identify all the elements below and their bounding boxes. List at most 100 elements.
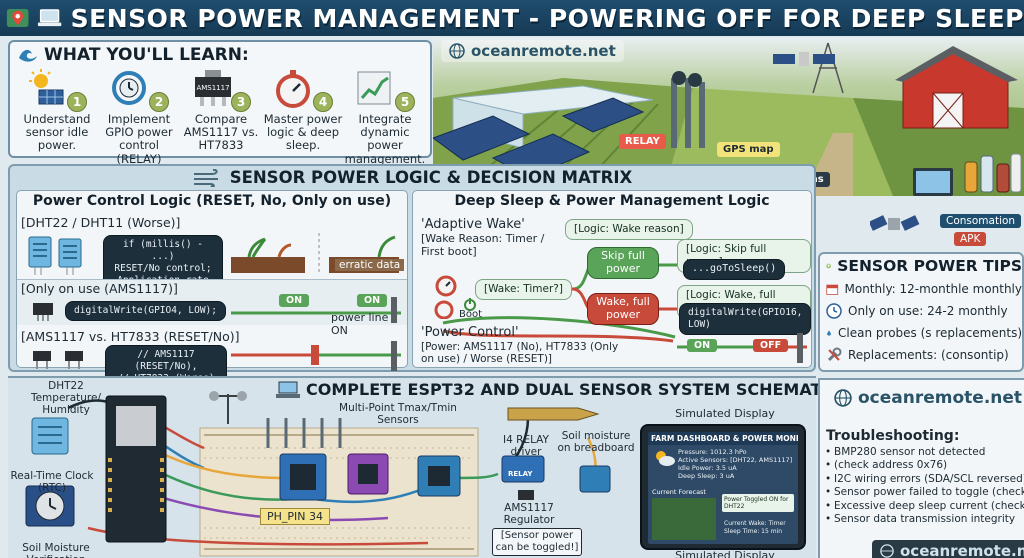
soil-breadboard-caption: Soil moisture on breadboard — [557, 430, 635, 455]
boot-label: Boot — [459, 309, 483, 320]
wake-reason-text: [Wake Reason: Timer / First boot] — [421, 232, 545, 258]
list-item: Sensor data transmission integrity — [820, 513, 1024, 527]
apk-tag: APK — [954, 232, 987, 246]
dashboard-stats: Pressure: 1012.3 hPo Active Sensors: [DH… — [678, 448, 793, 481]
forecast-label: Current Forecast — [652, 488, 706, 496]
satellite-icon — [870, 215, 920, 231]
wake-full-power-node: Wake, full power — [587, 293, 659, 325]
row-label-dht: [DHT22 / DHT11 (Worse)] — [21, 215, 181, 230]
list-item: Excessive deep sleep current (check regu… — [820, 500, 1024, 514]
relay-chip-label: RELAY — [508, 470, 533, 478]
tip-item: Replacements: (consontip) — [820, 344, 1022, 366]
calendar-icon — [826, 284, 839, 295]
rtc-caption: Real-Time Clock (RTC) — [10, 470, 94, 495]
line-chart-icon — [357, 71, 391, 105]
sim-display-caption: Simulated Display — [675, 407, 775, 420]
step-number: 1 — [67, 92, 87, 112]
step-caption: Understand sensor idle power. — [23, 112, 91, 153]
list-item: Sensor power failed to toggle (check GPI… — [820, 486, 1024, 500]
stopwatch-icon — [435, 275, 457, 297]
step-number: 5 — [395, 92, 415, 112]
dht22-caption: DHT22 Temperature/ Humidity — [30, 380, 102, 417]
on-badge: ON — [687, 339, 718, 352]
timer-icon — [434, 300, 454, 319]
step-caption: Master power logic & deep sleep. — [263, 112, 343, 153]
logic-wake-reason: [Logic: Wake reason] — [565, 219, 693, 241]
consumption-tag: Consomation — [940, 214, 1022, 228]
schematic-section: COMPLETE ESPT32 AND DUAL SENSOR SYSTEM S… — [8, 376, 839, 558]
tip-item: Only on use: 24-2 monthly — [820, 300, 1022, 322]
map-pin-icon — [6, 8, 29, 28]
relay-tag: RELAY — [619, 134, 666, 149]
on-badge: ON — [357, 294, 388, 307]
solar-sun-icon — [29, 69, 64, 105]
sample-bottles-icon — [964, 153, 1022, 193]
wrench-icon — [827, 347, 842, 362]
logic-title: SENSOR POWER LOGIC & DECISION MATRIX — [229, 168, 633, 187]
goto-sleep-code: ...goToSleep() — [683, 259, 786, 280]
wind-icon — [193, 168, 218, 187]
lightbulb-icon — [826, 263, 831, 269]
globe-icon — [880, 544, 894, 558]
power-line-on-label: power line ON — [331, 311, 389, 337]
deep-sleep-title: Deep Sleep & Power Management Logic — [454, 193, 770, 209]
weather-icon — [656, 451, 675, 466]
schematic-title: COMPLETE ESPT32 AND DUAL SENSOR SYSTEM S… — [306, 380, 840, 399]
erratic-data-label: erratic data — [335, 259, 405, 271]
learn-panel: WHAT YOU'LL LEARN: 1 Understand sensor i… — [8, 40, 432, 165]
power-line-on — [231, 297, 401, 323]
list-item: BMP280 sensor not detected — [820, 446, 1024, 460]
on-badge: ON — [279, 294, 310, 307]
tip-item: Clean probes (s replacements) — [820, 322, 1022, 344]
logic-section: SENSOR POWER LOGIC & DECISION MATRIX Pow… — [8, 164, 816, 389]
tips-title: SENSOR POWER TIPS — [837, 257, 1022, 275]
power-desc: [Power: AMS1117 (No), HT7833 (Only on us… — [421, 341, 619, 366]
ph-pin-label: PH_PIN 34 — [260, 508, 331, 525]
wake-timer-node: [Wake: Timer?] — [475, 279, 572, 301]
clock-icon — [826, 303, 842, 319]
step-number: 3 — [231, 92, 251, 112]
learn-title: WHAT YOU'LL LEARN: — [44, 45, 249, 65]
laptop-icon — [276, 381, 300, 398]
header-bar: SENSOR POWER MANAGEMENT - POWERING OFF F… — [0, 0, 1024, 36]
row-label-ams-vs-ht: [AMS1117 vs. HT7833 (RESET/No)] — [21, 329, 240, 344]
page-title: SENSOR POWER MANAGEMENT - POWERING OFF F… — [70, 3, 1024, 33]
chip-label: AMS1117 — [196, 84, 229, 92]
cycle-clock-icon — [112, 71, 146, 105]
learn-step: 2 Implement GPIO power control (RELAY) — [98, 68, 180, 165]
toggle-note: [Sensor power can be toggled!] — [492, 528, 582, 556]
learn-step: 1 Understand sensor idle power. — [16, 68, 98, 156]
laptop-icon — [38, 9, 62, 27]
power-control-label: 'Power Control' — [421, 325, 519, 340]
forecast-map — [652, 498, 716, 540]
droplet-icon — [827, 330, 831, 336]
step-number: 4 — [313, 92, 333, 112]
code-gpio4: digitalWrite(GPIO4, LOW); — [65, 301, 226, 321]
skip-full-power-node: Skip full power — [587, 247, 659, 279]
sim-display-caption-bottom: Simulated Display — [675, 549, 775, 558]
stopwatch-icon — [276, 70, 310, 108]
row-label-only-on-use: [Only on use (AMS1117)] — [21, 281, 178, 296]
power-control-title: Power Control Logic (RESET, No, Only on … — [32, 193, 392, 209]
troubleshooting-title: Troubleshooting: — [826, 428, 960, 444]
tips-panel: SENSOR POWER TIPS Monthly: 12-monthle mo… — [818, 252, 1024, 372]
step-caption: Compare AMS1117 vs. HT7833 — [183, 112, 259, 153]
adaptive-wake-label: 'Adaptive Wake' — [421, 217, 525, 232]
power-line-off — [231, 341, 401, 371]
relay-caption: I4 RELAY driver — [503, 434, 549, 459]
dashboard-title: FARM DASHBOARD & POWER MONITOR — [648, 432, 798, 445]
gpio16-code: digitalWrite(GPIO16, LOW) — [679, 303, 812, 335]
power-toggled-note: Power Toggled ON for DHT22 — [722, 494, 794, 513]
watermark: oceanremote.net — [826, 386, 1024, 410]
wake-info: Current Wake: Timer Sleep Time: 15 min — [724, 520, 786, 535]
soil-verify-caption: Soil Moisture Verification — [22, 542, 90, 558]
tip-item: Monthly: 12-monthle monthly — [820, 278, 1022, 300]
globe-icon — [449, 43, 465, 59]
ams-regulator-caption: AMS1117 Regulator — [503, 502, 555, 527]
watermark-bottom: oceanremote.net — [872, 540, 1024, 558]
dashboard-display: FARM DASHBOARD & POWER MONITOR Pressure:… — [640, 424, 806, 550]
watermark: oceanremote.net — [441, 40, 624, 62]
regulator-pair-icon — [33, 351, 83, 369]
step-caption: Implement GPIO power control (RELAY) — [105, 112, 173, 166]
monitor-icon — [913, 168, 953, 196]
